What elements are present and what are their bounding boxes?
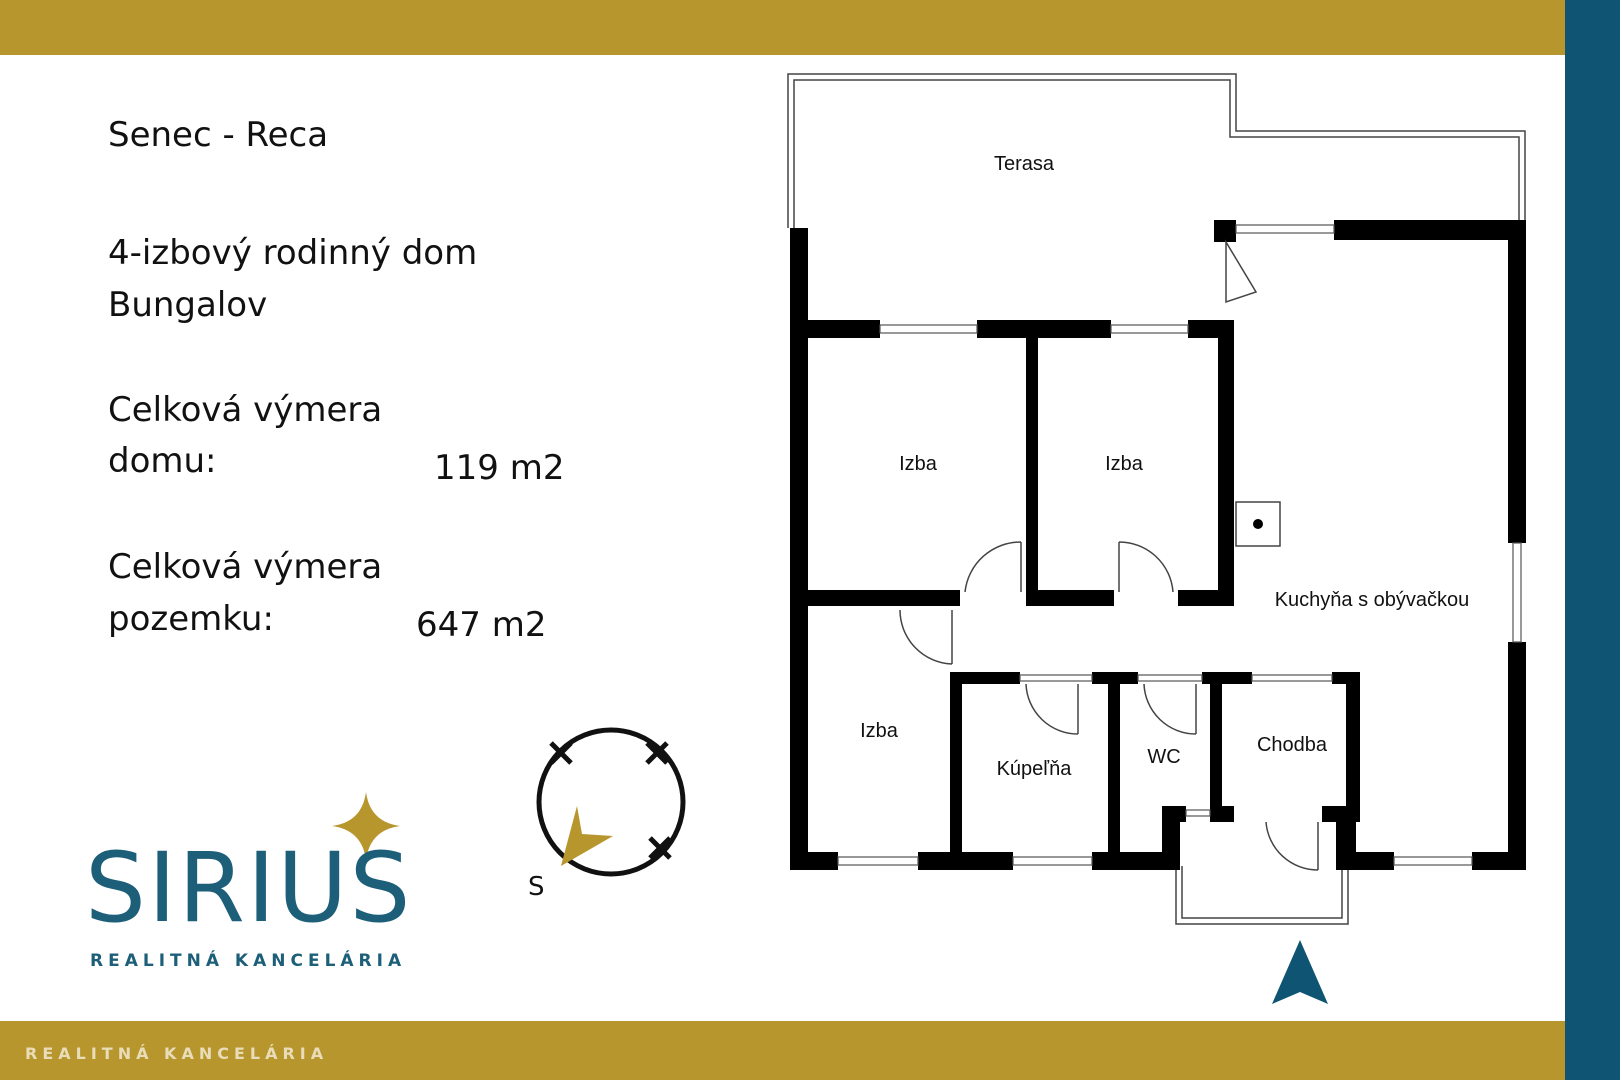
windows — [837, 224, 1522, 866]
room-label-terrace: Terasa — [994, 153, 1055, 175]
walls — [790, 220, 1526, 870]
property-type: 4-izbový rodinný dom — [108, 233, 478, 273]
top-gold-band — [0, 0, 1565, 55]
right-navy-band — [1565, 0, 1620, 1080]
room-label-kitchen-living: Kuchyňa s obývačkou — [1275, 589, 1470, 611]
chimney-dot — [1253, 519, 1263, 529]
compass-label: S — [528, 872, 545, 902]
bottom-gold-band — [0, 1021, 1565, 1080]
room-label-hallway: Chodba — [1257, 734, 1328, 756]
plot-area-value: 647 m2 — [416, 605, 547, 645]
room-label-room-1: Izba — [899, 453, 938, 475]
footer-tagline: REALITNÁ KANCELÁRIA — [25, 1044, 329, 1063]
property-subtype: Bungalov — [108, 285, 268, 325]
star-icon — [332, 792, 400, 860]
room-label-bathroom: Kúpeľňa — [997, 758, 1073, 780]
compass-icon — [536, 727, 686, 877]
room-label-room-3: Izba — [860, 720, 899, 742]
terrace-outline — [787, 73, 1526, 228]
brand-logo-wordmark: SIRIUS — [85, 832, 413, 944]
room-label-room-2: Izba — [1105, 453, 1144, 475]
doors — [899, 239, 1319, 871]
porch-outline — [1175, 866, 1349, 925]
plot-area-label-cont: pozemku: — [108, 599, 274, 639]
house-area-label: Celková výmera — [108, 390, 383, 430]
location-title: Senec - Reca — [108, 115, 329, 155]
plot-area-label: Celková výmera — [108, 547, 383, 587]
house-area-value: 119 m2 — [434, 448, 565, 488]
house-area-label-cont: domu: — [108, 441, 217, 481]
room-label-wc: WC — [1147, 746, 1180, 768]
brand-tagline: REALITNÁ KANCELÁRIA — [90, 951, 407, 971]
north-arrow-icon — [1272, 940, 1328, 1004]
